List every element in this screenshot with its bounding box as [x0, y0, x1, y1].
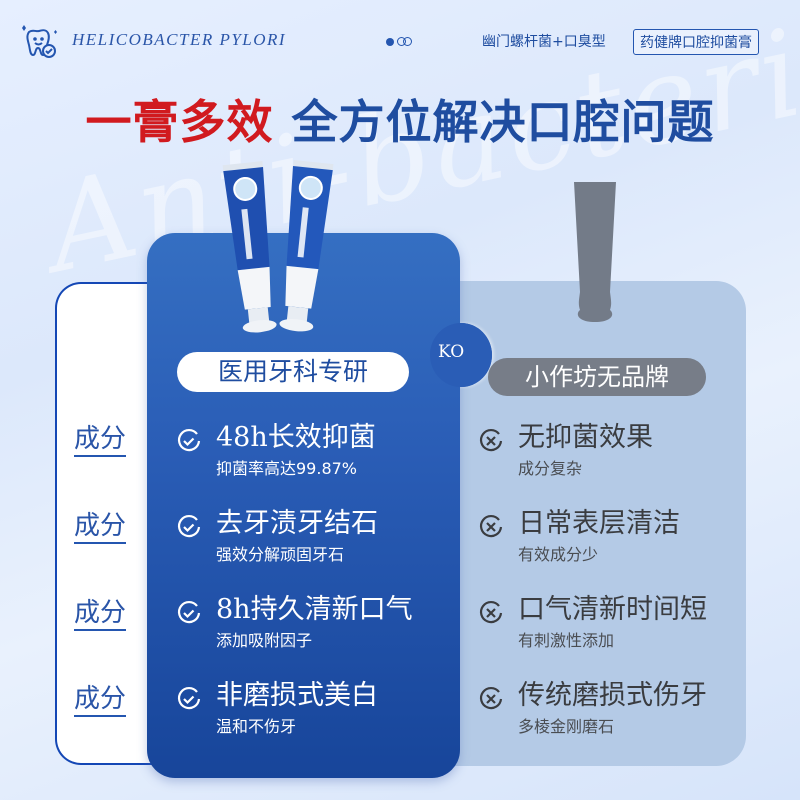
vs-badge — [430, 323, 492, 387]
feature-item: 非磨损式美白温和不伤牙 — [176, 678, 378, 738]
row-label: 成分 — [74, 598, 127, 631]
product-badge: 药健牌口腔抑菌膏 — [633, 29, 759, 55]
feature-item: 8h持久清新口气添加吸附因子 — [176, 592, 413, 652]
page-indicator[interactable] — [386, 37, 412, 46]
product-subtype: 幽门螺杆菌+口臭型 — [482, 34, 606, 50]
brand-name: HELICOBACTER PYLORI — [72, 30, 287, 49]
competitor-feature-item: 口气清新时间短有刺激性添加 — [478, 592, 707, 652]
feature-desc: 多棱金刚磨石 — [518, 717, 615, 736]
feature-desc: 抑菌率高达99.87% — [216, 459, 358, 478]
feature-title: 非磨损式美白 — [216, 680, 378, 711]
feature-title: 传统磨损式伤牙 — [518, 680, 707, 711]
x-circle-icon — [479, 686, 503, 710]
vs-label: KO — [438, 342, 465, 362]
feature-title: 去牙渍牙结石 — [216, 508, 378, 539]
competitor-title: 小作坊无品牌 — [488, 358, 706, 396]
x-circle-icon — [479, 514, 503, 538]
feature-item: 48h长效抑菌抑菌率高达99.87% — [176, 420, 376, 480]
feature-desc: 添加吸附因子 — [216, 631, 313, 650]
feature-desc: 有效成分少 — [518, 545, 599, 564]
check-circle-icon — [177, 428, 201, 452]
x-circle-icon — [479, 600, 503, 624]
page-title: 一膏多效全方位解决口腔问题 — [0, 86, 800, 152]
row-label: 成分 — [74, 684, 127, 717]
page-dot-active[interactable] — [386, 37, 394, 46]
feature-title: 日常表层清洁 — [518, 508, 680, 539]
feature-desc: 温和不伤牙 — [216, 717, 297, 736]
headline-rest: 全方位解决口腔问题 — [291, 95, 715, 149]
feature-desc: 有刺激性添加 — [518, 631, 615, 650]
headline-highlight: 一膏多效 — [85, 95, 274, 149]
check-circle-icon — [177, 600, 201, 624]
competitor-feature-item: 传统磨损式伤牙多棱金刚磨石 — [478, 678, 707, 738]
check-circle-icon — [177, 514, 201, 538]
page-dot[interactable] — [403, 37, 412, 46]
feature-item: 去牙渍牙结石强效分解顽固牙石 — [176, 506, 378, 566]
feature-desc: 成分复杂 — [518, 459, 583, 478]
row-label: 成分 — [74, 511, 127, 544]
toothpaste-product-image — [222, 159, 334, 333]
check-circle-icon — [177, 686, 201, 710]
feature-title: 口气清新时间短 — [518, 594, 707, 625]
feature-desc: 强效分解顽固牙石 — [216, 545, 345, 564]
feature-title: 48h长效抑菌 — [216, 422, 376, 453]
feature-title: 无抑菌效果 — [518, 422, 653, 453]
tooth-check-icon — [22, 25, 57, 58]
feature-title: 8h持久清新口气 — [216, 594, 413, 625]
competitor-feature-item: 无抑菌效果成分复杂 — [478, 420, 653, 480]
row-label: 成分 — [74, 424, 127, 457]
x-circle-icon — [479, 428, 503, 452]
competitor-feature-item: 日常表层清洁有效成分少 — [478, 506, 680, 566]
our-product-title: 医用牙科专研 — [177, 352, 409, 392]
generic-tube-icon — [574, 182, 616, 322]
